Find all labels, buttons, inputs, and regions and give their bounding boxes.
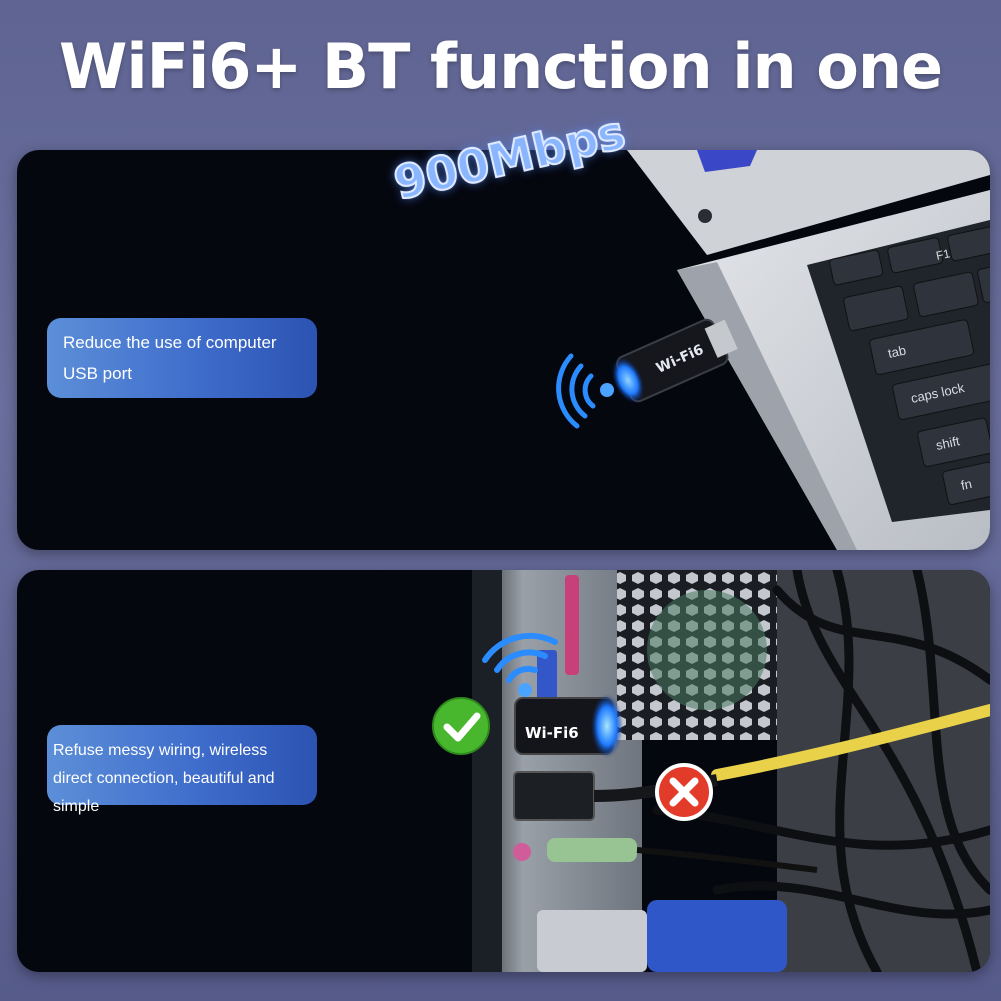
wifi6-dongle-plugged: Wi-Fi6 [514, 694, 623, 758]
keyboard-keys [829, 225, 990, 506]
laptop-usb-panel: F1 tab caps lock shift fn Wi-Fi6 [17, 150, 990, 550]
usb-port-feature-pill: Reduce the use of computer USB port [47, 318, 317, 398]
wireless-feature-pill: Refuse messy wiring, wireless direct con… [47, 725, 317, 815]
cross-icon [655, 763, 713, 821]
key-tab: tab [887, 343, 908, 361]
key-f1: F1 [935, 246, 952, 263]
check-icon [432, 697, 490, 755]
wifi6-dongle: Wi-Fi6 [611, 318, 738, 403]
pc-back-illustration: Wi-Fi6 [432, 570, 990, 972]
key-shift: shift [935, 433, 962, 453]
wifi-signal-icon [482, 632, 558, 697]
wifi-signal-icon [556, 353, 614, 429]
page-title: WiFi6+ BT function in one [58, 30, 943, 103]
key-fn: fn [960, 476, 974, 493]
dongle-label-bottom: Wi-Fi6 [525, 724, 579, 742]
laptop-illustration: F1 tab caps lock shift fn Wi-Fi6 [556, 150, 990, 550]
